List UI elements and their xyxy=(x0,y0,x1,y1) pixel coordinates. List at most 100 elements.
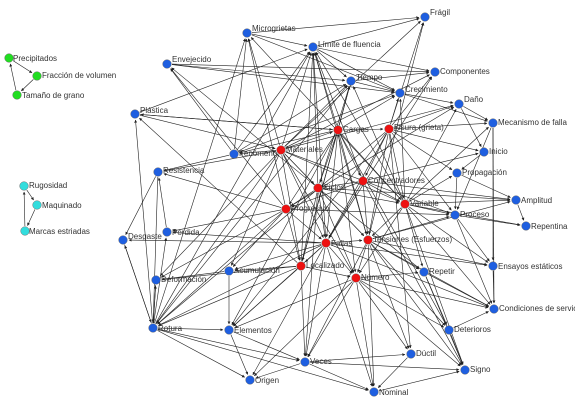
node-marker-rotura[interactable] xyxy=(148,323,158,333)
node-marker-acumulacion[interactable] xyxy=(224,266,234,276)
node-marker-amplitud[interactable] xyxy=(511,195,521,205)
node-maquinado[interactable]: Maquinado xyxy=(32,200,82,210)
node-resistencia[interactable]: Resistencia xyxy=(153,166,205,177)
node-marker-rugosidad[interactable] xyxy=(19,181,29,191)
node-marker-limite[interactable] xyxy=(308,42,318,52)
node-fisura[interactable]: Fisura (grieta) xyxy=(384,123,444,134)
node-marker-mecanismo[interactable] xyxy=(488,118,498,128)
node-marker-deterioros[interactable] xyxy=(444,325,454,335)
node-marker-componentes[interactable] xyxy=(430,67,440,77)
node-marker-crecimiento[interactable] xyxy=(395,88,405,98)
node-condiciones[interactable]: Condiciones de servicio xyxy=(489,304,575,314)
node-progresivo[interactable]: Progresivo xyxy=(281,204,330,214)
node-marker-tiempo[interactable] xyxy=(346,76,356,86)
node-veces[interactable]: Veces xyxy=(300,357,332,367)
node-marker-ductil[interactable] xyxy=(406,349,416,359)
node-marker-ensayos[interactable] xyxy=(488,261,498,271)
node-marker-localizado[interactable] xyxy=(296,261,306,271)
node-fragil[interactable]: Frágil xyxy=(420,8,451,22)
node-marker-microgrietas[interactable] xyxy=(242,28,252,38)
node-materiales[interactable]: Materiales xyxy=(276,145,323,155)
node-marker-condiciones[interactable] xyxy=(489,304,499,314)
node-marker-repentina[interactable] xyxy=(521,221,531,231)
node-origen[interactable]: Origen xyxy=(245,375,279,385)
node-rugosidad[interactable]: Rugosidad xyxy=(19,181,68,191)
node-marker-tamano[interactable] xyxy=(12,90,22,100)
node-marcas[interactable]: Marcas estriadas xyxy=(20,226,90,236)
node-desgaste[interactable]: Desgaste xyxy=(118,232,163,245)
node-amplitud[interactable]: Amplitud xyxy=(511,195,552,205)
node-marker-fragil[interactable] xyxy=(420,12,430,22)
node-fallas[interactable]: Fallas xyxy=(321,238,353,248)
node-perdida[interactable]: Pérdida xyxy=(162,227,200,237)
node-marker-cargas[interactable] xyxy=(333,125,343,135)
node-elementos[interactable]: Elementos xyxy=(224,325,272,335)
node-marker-perdida[interactable] xyxy=(162,227,172,237)
node-marker-materiales[interactable] xyxy=(276,145,286,155)
node-marker-origen[interactable] xyxy=(245,375,255,385)
node-marker-marcas[interactable] xyxy=(20,226,30,236)
node-repetir[interactable]: Repetir xyxy=(419,267,455,277)
node-localizado[interactable]: Localizado xyxy=(296,261,345,271)
node-ensayos[interactable]: Ensayos estáticos xyxy=(488,261,563,271)
node-marker-desgaste[interactable] xyxy=(118,235,128,245)
node-marker-repetir[interactable] xyxy=(419,267,429,277)
node-marker-deformacion[interactable] xyxy=(151,275,161,285)
node-marker-nominal[interactable] xyxy=(369,387,379,397)
node-tiempo[interactable]: Tiempo xyxy=(346,73,383,86)
node-marker-variable[interactable] xyxy=(400,199,410,209)
node-ciclos[interactable]: Ciclos xyxy=(313,183,345,193)
node-rotura[interactable]: Rotura xyxy=(148,323,183,333)
node-plastica[interactable]: Plástica xyxy=(130,106,169,119)
node-marker-plastica[interactable] xyxy=(130,109,140,119)
node-inicio[interactable]: Inicio xyxy=(479,147,509,157)
node-numero[interactable]: Número xyxy=(351,273,390,283)
node-fraccion[interactable]: Fracción de volumen xyxy=(32,71,117,81)
node-marker-resistencia[interactable] xyxy=(153,167,163,177)
node-mecanismo[interactable]: Mecanismo de falla xyxy=(488,118,568,128)
node-marker-ciclos[interactable] xyxy=(313,183,323,193)
node-limite[interactable]: Límite de fluencia xyxy=(308,40,382,52)
node-componentes[interactable]: Componentes xyxy=(430,67,490,77)
node-marker-fallas[interactable] xyxy=(321,238,331,248)
node-fenomeno[interactable]: Fenómeno xyxy=(229,149,278,159)
node-marker-concentradores[interactable] xyxy=(358,176,368,186)
node-cargas[interactable]: Cargas xyxy=(333,125,369,135)
node-concentradores[interactable]: Concentradores xyxy=(358,176,425,186)
node-marker-dano[interactable] xyxy=(454,99,464,109)
node-marker-fraccion[interactable] xyxy=(32,71,42,81)
node-acumulacion[interactable]: Acumulación xyxy=(224,266,280,276)
node-marker-envejecido[interactable] xyxy=(162,59,172,69)
node-signo[interactable]: Signo xyxy=(460,365,491,375)
node-marker-veces[interactable] xyxy=(300,357,310,367)
node-tamano[interactable]: Tamaño de grano xyxy=(12,90,85,100)
node-marker-numero[interactable] xyxy=(351,273,361,283)
node-ductil[interactable]: Dúctil xyxy=(406,349,437,359)
node-crecimiento[interactable]: Crecimiento xyxy=(395,85,449,98)
node-tensiones[interactable]: Tensiones (Esfuerzos) xyxy=(363,235,453,245)
node-marker-proceso[interactable] xyxy=(450,210,460,220)
node-marker-progresivo[interactable] xyxy=(281,204,291,214)
node-deterioros[interactable]: Deterioros xyxy=(444,325,491,335)
node-label-fraccion: Fracción de volumen xyxy=(42,71,116,80)
node-nominal[interactable]: Nominal xyxy=(369,387,409,397)
node-envejecido[interactable]: Envejecido xyxy=(162,55,212,69)
node-propagacion[interactable]: Propagación xyxy=(452,168,507,178)
node-marker-fenomeno[interactable] xyxy=(229,149,239,159)
node-precipitados[interactable]: Precipitados xyxy=(4,53,57,63)
node-marker-propagacion[interactable] xyxy=(452,168,462,178)
node-dano[interactable]: Daño xyxy=(454,95,484,109)
node-marker-precipitados[interactable] xyxy=(4,53,14,63)
node-repentina[interactable]: Repentina xyxy=(521,221,568,231)
node-deformacion[interactable]: Deformación xyxy=(151,275,207,285)
edge-cargas-progresivo xyxy=(289,134,336,205)
node-marker-maquinado[interactable] xyxy=(32,200,42,210)
node-marker-inicio[interactable] xyxy=(479,147,489,157)
node-proceso[interactable]: Proceso xyxy=(450,210,490,220)
node-marker-elementos[interactable] xyxy=(224,325,234,335)
node-marker-fisura[interactable] xyxy=(384,124,394,134)
node-variable[interactable]: Variable xyxy=(400,199,440,209)
node-marker-signo[interactable] xyxy=(460,365,470,375)
node-marker-tensiones[interactable] xyxy=(363,235,373,245)
node-microgrietas[interactable]: Microgrietas xyxy=(242,24,296,38)
